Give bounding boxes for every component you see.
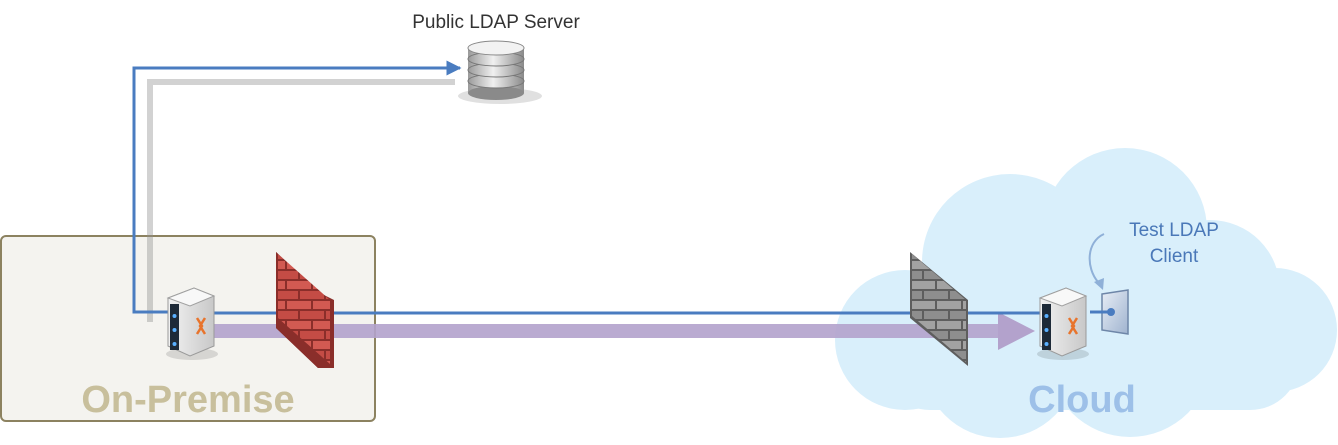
on-premise-label: On-Premise — [81, 379, 294, 421]
test-ldap-client-label-line2: Client — [1150, 246, 1199, 267]
client-callout-arrow — [1088, 233, 1105, 283]
ldap-connection-line — [132, 60, 462, 314]
tunnel-arrow — [200, 312, 1035, 350]
cloud-zone: Cloud — [835, 148, 1337, 438]
gray-brick-firewall-icon — [910, 252, 968, 366]
database-stack-icon — [458, 40, 542, 104]
test-ldap-client-label-line1: Test LDAP — [1129, 220, 1219, 241]
ldap-path-shadow — [147, 79, 455, 322]
public-ldap-server-label: Public LDAP Server — [412, 12, 580, 33]
server-appliance-icon — [166, 287, 218, 360]
red-brick-firewall-icon — [276, 252, 334, 368]
client-callout-arrowhead — [1094, 278, 1104, 290]
cloud-label: Cloud — [1028, 379, 1136, 421]
server-appliance-icon — [1037, 287, 1089, 360]
monitor-icon — [1090, 289, 1129, 335]
